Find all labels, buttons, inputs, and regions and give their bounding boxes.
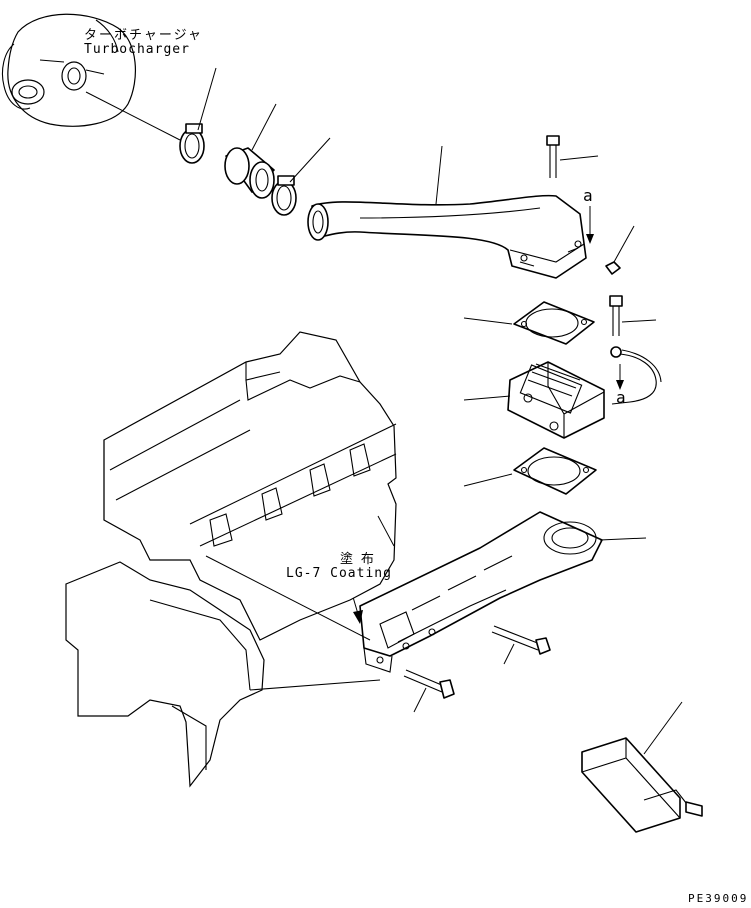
heater-relay xyxy=(581,737,703,833)
leader-hose xyxy=(251,103,277,151)
hose-clamp-1 xyxy=(179,123,205,164)
connector-hose xyxy=(224,147,275,199)
ref-a-bottom-label: a xyxy=(616,388,626,407)
intake-heater-body xyxy=(507,361,605,439)
leader-bolt-top xyxy=(559,155,599,161)
leader-gasket-upper xyxy=(463,317,513,325)
leader-clamp-2 xyxy=(289,137,331,183)
coating-label-jp: 塗 布 xyxy=(340,552,374,567)
leader-heater-relay xyxy=(643,701,683,755)
intake-manifold xyxy=(359,511,603,673)
ground-cable xyxy=(610,346,662,405)
manifold-bolt-left xyxy=(403,669,455,699)
gasket-upper xyxy=(513,301,595,345)
flange-bolt-top xyxy=(546,135,560,178)
ref-a-top-arrowhead xyxy=(586,234,594,244)
leader-bolt-manifold-left xyxy=(413,687,427,713)
leader-clamp-1 xyxy=(197,67,217,131)
flange-bolt-right xyxy=(609,295,623,336)
leader-coating-to-block xyxy=(205,555,371,641)
ref-a-top-label: a xyxy=(583,186,593,205)
ground-nut xyxy=(605,261,621,275)
leader-turbo-to-clamp xyxy=(85,91,181,141)
leader-heater-body xyxy=(463,395,511,401)
drawing-number: PE39009 xyxy=(688,892,749,905)
leader-bolt-manifold-right xyxy=(503,643,515,665)
leader-manifold xyxy=(599,537,647,541)
coating-arrowhead xyxy=(353,610,363,624)
coating-label-en: LG-7 Coating xyxy=(286,566,392,581)
leader-nut xyxy=(613,225,635,263)
leader-gasket-lower xyxy=(463,473,513,487)
engine-block xyxy=(65,331,397,788)
leader-elbow-pipe xyxy=(435,145,443,205)
gasket-lower xyxy=(513,447,597,495)
leader-bolt-right xyxy=(621,319,657,323)
turbocharger-label-en: Turbocharger xyxy=(84,42,190,57)
leader-engine-block xyxy=(377,515,395,547)
manifold-bolt-right xyxy=(491,625,551,655)
exhaust-elbow-pipe xyxy=(307,194,587,279)
hose-clamp-2 xyxy=(271,175,297,216)
turbocharger xyxy=(1,13,137,127)
turbocharger-label-jp: ターボチャージャ xyxy=(84,28,203,43)
ref-a-bottom-arrowhead xyxy=(616,380,624,390)
